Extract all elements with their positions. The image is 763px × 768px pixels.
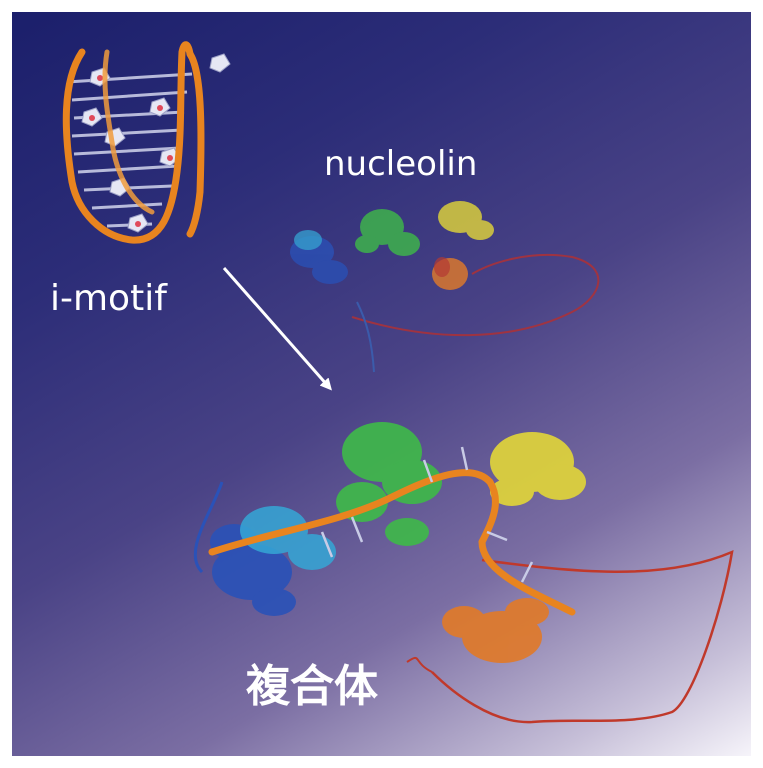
i-motif-structure-icon (62, 41, 231, 244)
i-motif-label: i-motif (50, 278, 167, 319)
nucleolin-label: nucleolin (324, 144, 478, 184)
arrow-icon (222, 267, 332, 391)
structure-drawing (62, 41, 734, 724)
figure-panel: nucleolin i-motif 複合体 (12, 12, 751, 756)
complex-label: 複合体 (246, 661, 378, 712)
nucleolin-structure-icon (290, 201, 600, 373)
complex-structure-icon (193, 422, 734, 724)
